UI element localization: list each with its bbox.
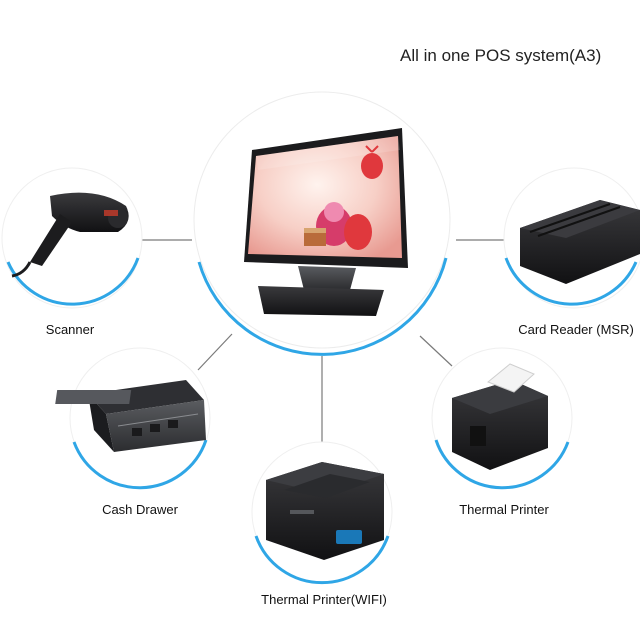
thermal-printer-image — [452, 363, 548, 470]
thermal-printer-ring-arc — [434, 439, 570, 490]
cash-drawer-ring-arc — [72, 439, 208, 490]
card-reader-label: Card Reader (MSR) — [518, 322, 634, 337]
scanner-ring-arc — [6, 257, 140, 306]
thermal-printer-wifi-image — [266, 462, 384, 560]
scanner-label: Scanner — [45, 322, 95, 337]
center-ring-arc — [197, 257, 448, 356]
pos-terminal-image — [244, 128, 408, 316]
connector-cash-drawer — [197, 333, 233, 371]
thermal-printer-wifi-label: Thermal Printer(WIFI) — [261, 592, 387, 607]
page-title: All in one POS system(A3) — [400, 46, 602, 65]
cash-drawer-image — [55, 380, 206, 452]
connector-thermal-printer — [419, 335, 453, 367]
connector-lines — [140, 239, 506, 442]
card-reader-image — [520, 200, 640, 284]
scanner-image — [11, 192, 129, 278]
scanner-circle — [1, 167, 143, 309]
thermal-printer-wifi-ring-arc — [254, 535, 390, 585]
card-reader-ring-arc — [504, 257, 638, 306]
cash-drawer-label: Cash Drawer — [102, 502, 178, 517]
thermal-printer-label: Thermal Printer — [459, 502, 549, 517]
